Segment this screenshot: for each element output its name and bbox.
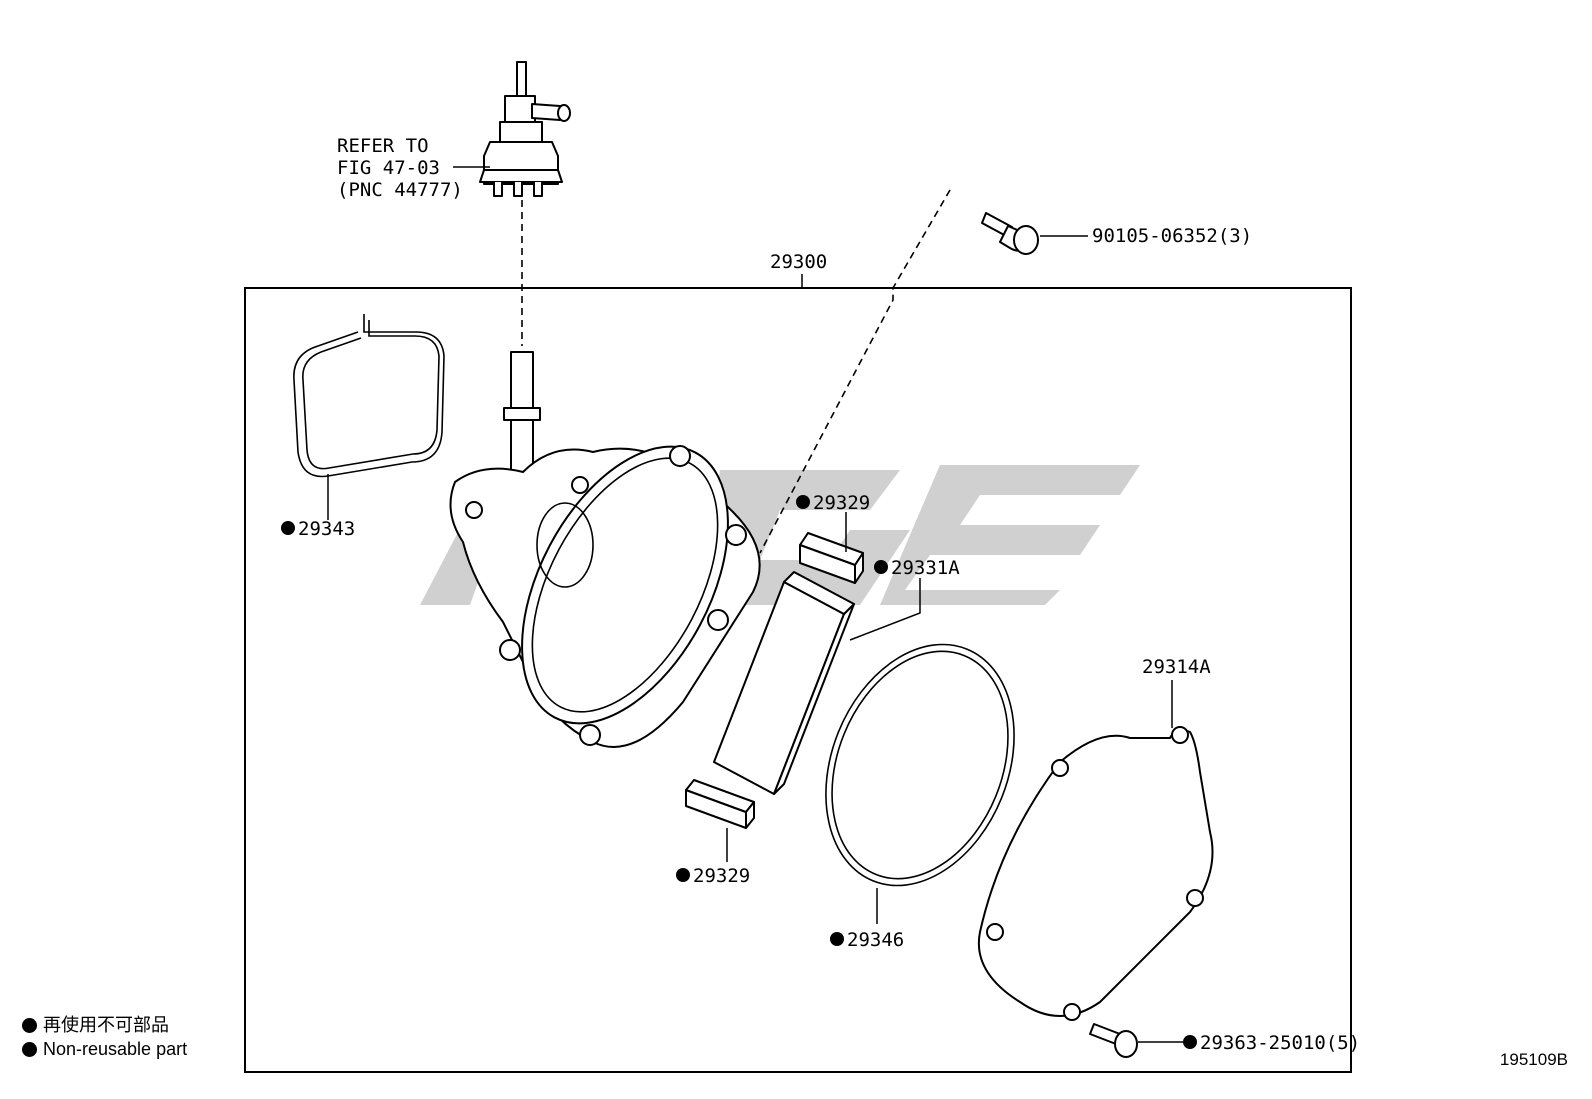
legend-text-jp: 再使用不可部品 xyxy=(43,1015,169,1035)
gasket-left-drawing xyxy=(293,314,445,478)
legend-dot-icon xyxy=(22,1017,37,1033)
nonreusable-marker xyxy=(830,932,844,946)
oring-label: 29346 xyxy=(847,929,904,951)
bolt-top-label: 90105-06352(3) xyxy=(1092,225,1252,247)
figure-number: 195109B xyxy=(1499,1050,1568,1069)
bolt-bottom-drawing xyxy=(1089,1023,1138,1058)
vane-drawing xyxy=(713,571,855,795)
oring-drawing xyxy=(825,643,1015,887)
assembly-label: 29300 xyxy=(770,251,827,273)
legend-dot-icon xyxy=(22,1041,37,1057)
legend: 再使用不可部品 Non-reusable part xyxy=(22,1013,187,1061)
cap-bottom-label: 29329 xyxy=(693,865,750,887)
nonreusable-marker xyxy=(676,868,690,882)
pump-housing-drawing xyxy=(449,351,761,748)
cap-top-drawing xyxy=(799,532,864,584)
refer-label-line3: (PNC 44777) xyxy=(337,179,463,201)
nonreusable-marker xyxy=(281,521,295,535)
cap-top-label: 29329 xyxy=(813,492,870,514)
bolt-dash-line xyxy=(759,189,951,554)
vacuum-sensor-drawing xyxy=(479,61,571,197)
nonreusable-marker xyxy=(1183,1035,1197,1049)
gasket-left-label: 29343 xyxy=(298,518,355,540)
bolt-bottom-label: 29363-25010(5) xyxy=(1200,1032,1360,1054)
legend-text-en: Non-reusable part xyxy=(43,1039,188,1059)
cover-drawing xyxy=(977,726,1214,1021)
nonreusable-marker xyxy=(796,495,810,509)
nonreusable-marker xyxy=(874,560,888,574)
cap-bottom-drawing xyxy=(685,779,755,829)
refer-label-line1: REFER TO xyxy=(337,135,429,157)
vane-label: 29331A xyxy=(891,557,960,579)
assembly-frame xyxy=(244,287,1352,1073)
vane-leader xyxy=(849,578,921,641)
refer-label-line2: FIG 47-03 xyxy=(337,157,440,179)
bolt-top-drawing xyxy=(981,212,1039,255)
legend-row-jp: 再使用不可部品 xyxy=(22,1013,187,1037)
legend-row-en: Non-reusable part xyxy=(22,1037,187,1061)
cover-label: 29314A xyxy=(1142,656,1211,678)
